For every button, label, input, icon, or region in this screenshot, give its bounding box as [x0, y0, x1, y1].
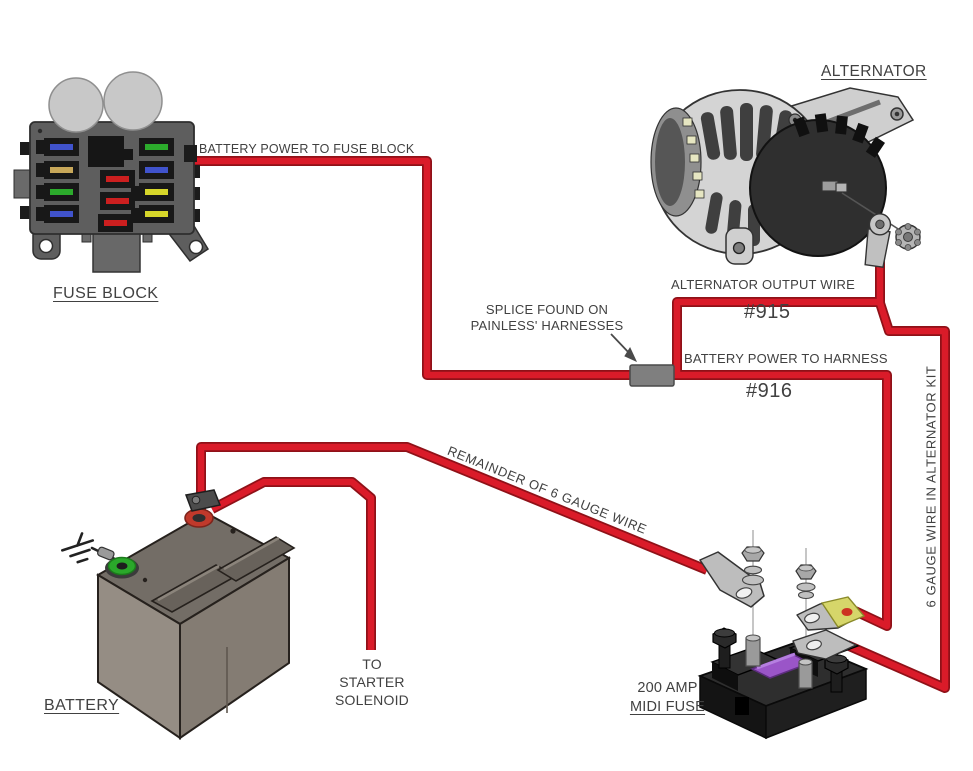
wire-915-core — [673, 298, 880, 373]
ring-terminal-yellow — [796, 596, 866, 631]
label-battery: BATTERY — [44, 697, 120, 714]
label-to-starter-line3: SOLENOID — [335, 692, 409, 708]
wire-916-core — [671, 371, 891, 630]
label-midi-fuse: 200 AMP MIDI FUSE — [615, 679, 720, 717]
label-splice-note: SPLICE FOUND ON PAINLESS' HARNESSES — [452, 302, 642, 334]
fuse-block-bracket-hole — [188, 239, 204, 255]
battery-top-dot — [230, 528, 236, 534]
label-to-starter-line1: TO — [362, 656, 382, 672]
label-battery-power-to-fuse-block: BATTERY POWER TO FUSE BLOCK — [199, 142, 415, 156]
fuse-block-cap — [103, 71, 163, 131]
fuse-block-cap — [48, 77, 104, 133]
battery-positive-ring-hole — [192, 514, 206, 522]
bracket-hole-center — [894, 111, 900, 117]
wire-battery-to-fuse-block-core — [193, 157, 633, 379]
midi-fuse-front-tab — [735, 697, 749, 715]
label-wire-915: #915 — [744, 301, 791, 323]
fuse-block — [13, 71, 210, 273]
ring-terminal-lower — [792, 629, 857, 660]
fuse-block-side-tab-gray — [13, 169, 31, 199]
fuses — [36, 138, 174, 232]
battery-clamp-bolt — [191, 495, 201, 505]
ring-terminal-lower-hole — [806, 639, 822, 651]
midi-fuse-bolt — [824, 653, 849, 693]
midi-fuse-stud — [745, 637, 761, 667]
alternator-diode-windows — [682, 117, 705, 199]
battery — [61, 489, 296, 740]
alternator-end-inner — [655, 118, 685, 206]
label-alternator: ALTERNATOR — [821, 63, 927, 80]
midi-fuse-stud-top — [745, 634, 761, 642]
splice-connector — [629, 364, 675, 387]
terminal-nut — [895, 223, 921, 251]
label-battery-power-to-harness: BATTERY POWER TO HARNESS — [684, 351, 888, 366]
label-midi-fuse-name: MIDI FUSE — [629, 699, 706, 715]
midi-fuse-element-highlight — [756, 652, 796, 670]
alternator-ring-terminal — [864, 213, 892, 268]
wire-to-starter-core — [210, 478, 375, 650]
alternator-rear-face — [749, 119, 887, 257]
battery-top-dot — [142, 577, 148, 583]
battery-cap-highlight — [157, 564, 220, 602]
label-alternator-output-wire: ALTERNATOR OUTPUT WIRE — [671, 277, 856, 292]
battery-positive-clamp — [184, 489, 222, 512]
alternator — [650, 87, 921, 268]
washer — [743, 565, 763, 575]
label-to-starter-solenoid: TO STARTER SOLENOID — [322, 655, 422, 709]
red-wires — [193, 156, 950, 693]
fuse-block-wire-tab — [184, 145, 197, 162]
hex-nut — [741, 546, 765, 562]
battery-green-terminal-hole — [116, 562, 128, 570]
ground-wire-sleeve — [97, 546, 115, 561]
label-fuse-block: FUSE BLOCK — [53, 285, 159, 302]
fuse-block-screw-dot — [37, 128, 43, 134]
battery-cap — [216, 536, 296, 582]
washer — [741, 574, 765, 586]
label-wire-916: #916 — [746, 380, 793, 402]
splice-arrow — [610, 333, 638, 363]
wire-battery-to-fuse-block — [193, 156, 633, 380]
terminal-wire-end — [841, 608, 853, 616]
label-six-gauge-alt-kit: 6 GAUGE WIRE IN ALTERNATOR KIT — [923, 365, 939, 608]
alternator-rear-fins — [793, 113, 886, 158]
midi-fuse — [697, 530, 869, 740]
midi-fuse-stud — [798, 661, 813, 689]
label-splice-note-line2: PAINLESS' HARNESSES — [470, 318, 624, 333]
wire-916 — [671, 370, 892, 631]
label-midi-fuse-amp: 200 AMP — [637, 680, 698, 696]
midi-fuse-bolt — [712, 627, 737, 669]
stud-axis-line — [841, 192, 907, 235]
midi-fuse-tower-front — [712, 662, 738, 691]
washer — [797, 590, 815, 600]
fuse-block-foot-hole — [38, 238, 54, 254]
wire-remainder-core — [197, 443, 709, 574]
midi-fuse-stud-top — [798, 658, 813, 666]
wire-alternator-kit-core — [845, 256, 949, 692]
label-splice-note-line1: SPLICE FOUND ON — [485, 302, 609, 317]
label-to-starter-line2: STARTER — [339, 674, 405, 690]
relay — [88, 136, 124, 167]
alternator-ear-hole — [732, 241, 746, 255]
relay-notch — [124, 149, 133, 160]
ring-terminal-left-hole — [735, 587, 753, 599]
washer — [796, 582, 816, 592]
battery-right-face — [179, 556, 290, 740]
hex-nut — [795, 564, 817, 580]
fuse-block-bottom-tab — [92, 232, 141, 273]
battery-cap-highlight — [223, 536, 280, 571]
alternator-stud-nut — [835, 182, 848, 193]
